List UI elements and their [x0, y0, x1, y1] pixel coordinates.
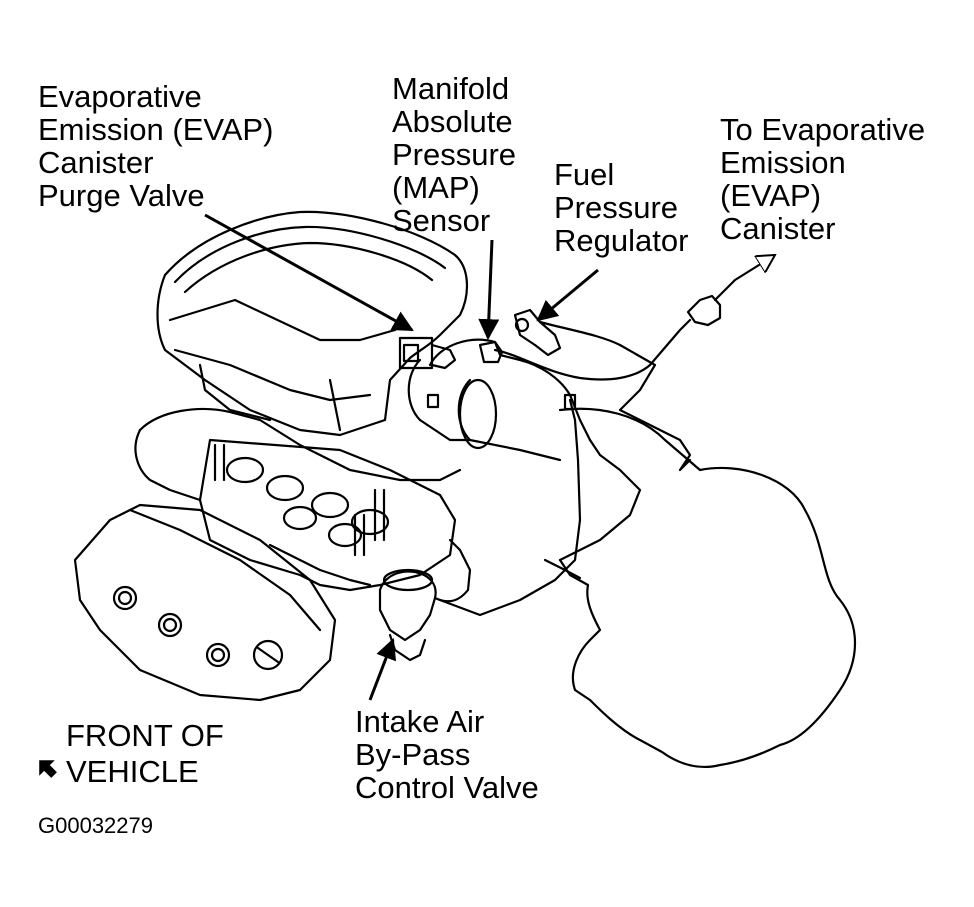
label-line: Emission	[720, 145, 846, 180]
label-line: Intake Air	[355, 704, 485, 739]
engine-cover	[156, 210, 469, 437]
front-of-vehicle-label: FRONT OF VEHICLE	[66, 718, 224, 790]
arrow-up-left-icon	[39, 760, 57, 778]
fuel-pressure-regulator-arrow	[536, 268, 599, 322]
label-line: By-Pass	[355, 737, 471, 772]
fuel-pressure-regulator-label: Fuel Pressure Regulator	[554, 158, 688, 257]
label-line: Absolute	[392, 104, 513, 139]
label-line: Canister	[720, 211, 836, 246]
evap-purge-valve-label: Evaporative Emission (EVAP) Canister Pur…	[38, 80, 273, 212]
label-line: To Evaporative	[720, 112, 926, 147]
map-sensor-label: Manifold Absolute Pressure (MAP) Sensor	[392, 72, 516, 237]
label-line: Canister	[38, 145, 154, 180]
engine-block-outline	[558, 407, 856, 769]
evap-hose	[493, 318, 692, 381]
label-line: Control Valve	[355, 770, 539, 805]
figure-code: G00032279	[38, 813, 153, 838]
evap-filter	[686, 294, 722, 327]
label-line: Fuel	[554, 157, 615, 192]
intake-manifold	[198, 438, 457, 592]
label-line: Manifold	[392, 71, 510, 106]
label-line: Sensor	[392, 203, 491, 238]
evap-purge-valve-body	[398, 336, 434, 370]
evap-purge-valve-arrow	[204, 213, 414, 332]
label-line: FRONT OF	[66, 718, 224, 753]
label-line: Pressure	[392, 137, 517, 172]
map-sensor-arrow	[478, 239, 500, 341]
fuel-pressure-regulator-body	[513, 308, 562, 357]
label-line: Purge Valve	[38, 178, 205, 213]
cylinder-head-cover	[73, 503, 337, 702]
map-sensor-body	[478, 340, 504, 364]
label-line: (EVAP)	[720, 178, 822, 213]
label-line: Pressure	[554, 190, 679, 225]
to-canister-arrow	[734, 255, 775, 281]
label-line: Evaporative	[38, 79, 202, 114]
label-line: Emission (EVAP)	[38, 112, 274, 147]
iac-valve-arrow	[368, 638, 397, 701]
iac-valve-body	[378, 570, 437, 642]
label-line: Regulator	[554, 223, 689, 258]
label-line: VEHICLE	[66, 754, 199, 789]
iac-valve-label: Intake Air By-Pass Control Valve	[355, 705, 539, 804]
label-line: (MAP)	[392, 170, 480, 205]
to-evap-canister-label: To Evaporative Emission (EVAP) Canister	[720, 113, 925, 245]
throttle-body	[428, 338, 592, 442]
